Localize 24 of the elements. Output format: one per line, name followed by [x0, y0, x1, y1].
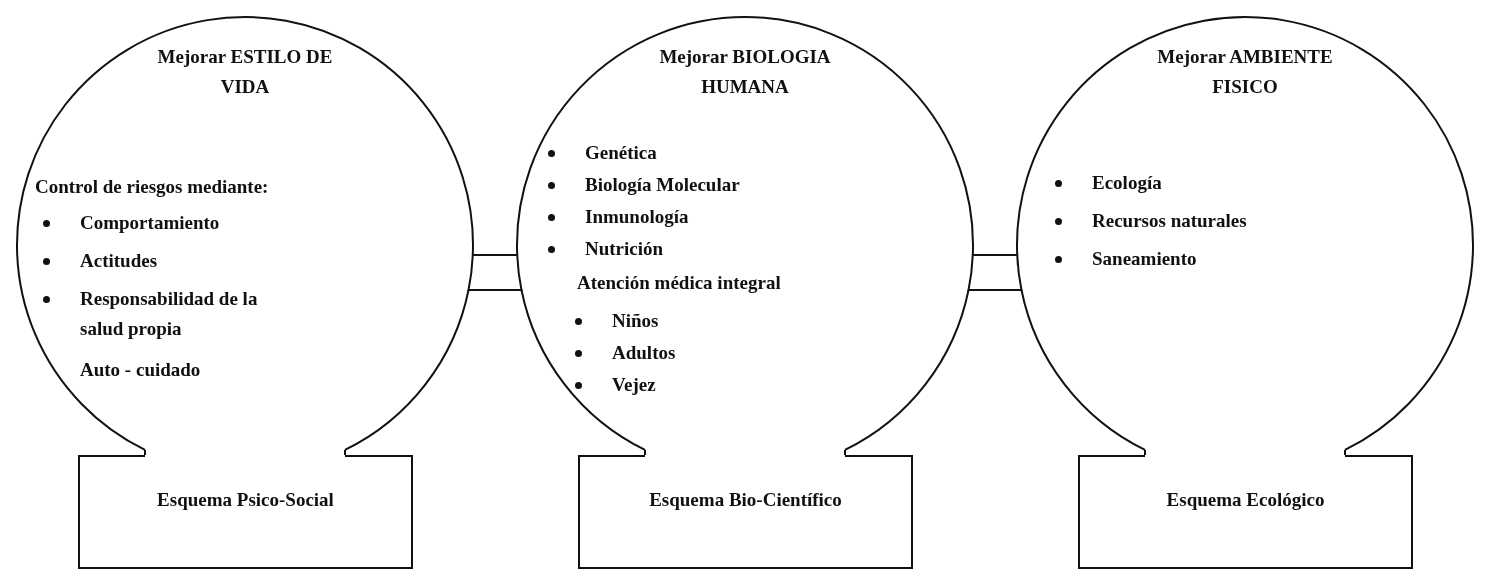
list-item: Biología Molecular — [585, 173, 740, 197]
circle-heading: Mejorar ESTILO DE VIDA — [156, 45, 334, 99]
list-item: Adultos — [612, 341, 676, 365]
list-item: Saneamiento — [1092, 247, 1197, 271]
connector-band — [467, 254, 523, 291]
box-label: Esquema Psico-Social — [156, 488, 335, 512]
list-item: Responsabilidad de la salud propia — [80, 287, 259, 341]
list-item: Comportamiento — [80, 211, 220, 235]
circle-heading: Mejorar BIOLOGIA HUMANA — [658, 45, 832, 99]
list-item: Actitudes — [80, 249, 158, 273]
section-label: Auto - cuidado — [80, 358, 201, 382]
list-item: Inmunología — [585, 205, 689, 229]
section-label: Atención médica integral — [577, 271, 781, 295]
connector-band — [967, 254, 1023, 291]
list-item: Genética — [585, 141, 657, 165]
list-item: Niños — [612, 309, 659, 333]
list-item: Ecología — [1092, 171, 1162, 195]
box-label: Esquema Ecológico — [1165, 488, 1326, 512]
section-label: Control de riesgos mediante: — [35, 175, 269, 199]
list-item: Nutrición — [585, 237, 664, 261]
list-item: Recursos naturales — [1092, 209, 1247, 233]
circle-heading: Mejorar AMBIENTE FISICO — [1156, 45, 1334, 99]
list-item: Vejez — [612, 373, 656, 397]
box-label: Esquema Bio-Científico — [648, 488, 843, 512]
